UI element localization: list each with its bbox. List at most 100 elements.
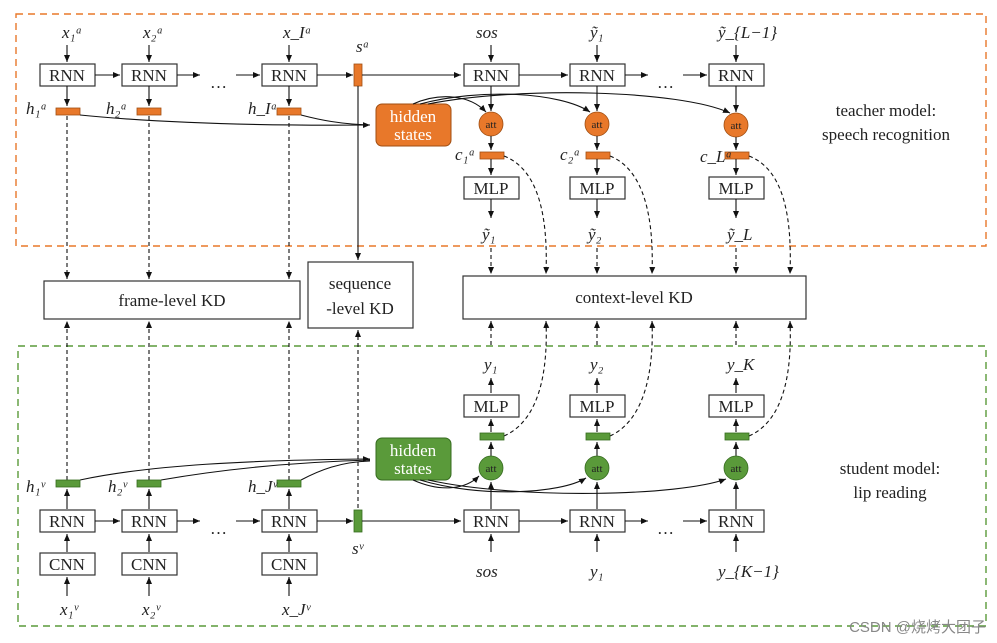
- teacher-context-bar-3: [724, 151, 750, 160]
- student-dec-input-1: sos: [476, 562, 498, 581]
- student-state-bar: [353, 509, 363, 533]
- student-mlp-3: MLP: [708, 394, 765, 418]
- teacher-input-1: x₁ᵃ: [61, 23, 82, 42]
- sequence-level-kd-box: sequence -level KD: [307, 261, 414, 329]
- student-dec-input-3: y_{K−1}: [716, 562, 779, 581]
- student-mlp-2: MLP: [569, 394, 626, 418]
- svg-text:frame-level KD: frame-level KD: [118, 291, 225, 310]
- teacher-decoder-rnn-3: RNN: [708, 63, 765, 87]
- svg-text:RNN: RNN: [579, 66, 615, 85]
- teacher-mlp-2: MLP: [569, 176, 626, 200]
- student-decoder-rnn-3: RNN: [708, 509, 765, 533]
- svg-text:CNN: CNN: [271, 555, 307, 574]
- teacher-att-2: att: [584, 111, 610, 137]
- student-output-1: y₁: [482, 355, 497, 374]
- svg-text:RNN: RNN: [131, 66, 167, 85]
- svg-text:MLP: MLP: [580, 397, 615, 416]
- svg-text:sequence: sequence: [329, 274, 391, 293]
- student-cnn-3: CNN: [261, 552, 318, 576]
- student-context-bar-2: [585, 432, 611, 441]
- teacher-state-bar: [353, 63, 363, 87]
- student-ellipsis-enc: …: [210, 519, 227, 538]
- teacher-hidden-label-1: h₁ᵃ: [26, 99, 47, 118]
- svg-text:MLP: MLP: [719, 179, 754, 198]
- svg-text:att: att: [731, 120, 742, 132]
- teacher-dec-input-2: ỹ₁: [588, 23, 603, 42]
- svg-text:CNN: CNN: [131, 555, 167, 574]
- student-state-label: sᵛ: [352, 539, 365, 558]
- teacher-hidden-label-3: h_Iᵃ: [248, 99, 277, 118]
- student-context-bar-1: [479, 432, 505, 441]
- student-dec-input-2: y₁: [588, 562, 603, 581]
- student-output-3: y_K: [725, 355, 756, 374]
- svg-text:states: states: [394, 459, 432, 478]
- teacher-encoder-rnn-2: RNN: [121, 63, 178, 87]
- teacher-hidden-states-box: hidden states: [375, 103, 452, 147]
- svg-text:RNN: RNN: [718, 512, 754, 531]
- student-mlp-1: MLP: [463, 394, 520, 418]
- student-hidden-label-3: h_Jᵛ: [248, 477, 279, 496]
- student-output-2: y₂: [588, 355, 604, 374]
- student-decoder-rnn-2: RNN: [569, 509, 626, 533]
- student-hidden-states-box: hidden states: [375, 437, 452, 481]
- svg-text:RNN: RNN: [718, 66, 754, 85]
- svg-text:att: att: [592, 119, 603, 131]
- svg-text:RNN: RNN: [271, 512, 307, 531]
- student-hidden-bar-3: [276, 479, 302, 488]
- teacher-dec-input-3: ỹ_{L−1}: [716, 23, 777, 42]
- teacher-state-label: sᵃ: [356, 37, 369, 56]
- svg-text:-level KD: -level KD: [326, 299, 394, 318]
- teacher-att-3: att: [723, 112, 749, 138]
- student-att-2: att: [584, 455, 610, 481]
- svg-text:RNN: RNN: [579, 512, 615, 531]
- student-hidden-label-1: h₁ᵛ: [26, 477, 46, 496]
- svg-text:att: att: [731, 463, 742, 475]
- student-cnn-1: CNN: [39, 552, 96, 576]
- svg-text:RNN: RNN: [49, 512, 85, 531]
- teacher-context-label-2: c₂ᵃ: [560, 145, 580, 164]
- teacher-dec-input-1: sos: [476, 23, 498, 42]
- svg-text:MLP: MLP: [580, 179, 615, 198]
- student-input-1: x₁ᵛ: [59, 600, 79, 619]
- teacher-att-1: att: [478, 111, 504, 137]
- svg-text:hidden: hidden: [390, 441, 437, 460]
- teacher-output-2: ỹ₂: [586, 225, 602, 244]
- teacher-encoder-rnn-1: RNN: [39, 63, 96, 87]
- svg-text:att: att: [592, 463, 603, 475]
- svg-text:MLP: MLP: [474, 179, 509, 198]
- student-encoder-rnn-3: RNN: [261, 509, 318, 533]
- teacher-context-bar-1: [479, 151, 505, 160]
- svg-text:att: att: [486, 119, 497, 131]
- student-hidden-label-2: h₂ᵛ: [108, 477, 128, 496]
- teacher-context-label-3: c_Lᵃ: [700, 147, 732, 166]
- teacher-hidden-bar-1: [55, 107, 81, 116]
- teacher-mlp-3: MLP: [708, 176, 765, 200]
- svg-text:RNN: RNN: [473, 512, 509, 531]
- teacher-hidden-bar-2: [136, 107, 162, 116]
- svg-text:context-level KD: context-level KD: [575, 288, 693, 307]
- watermark: CSDN @烧烤大团子: [849, 619, 986, 636]
- svg-text:RNN: RNN: [473, 66, 509, 85]
- student-hidden-bar-2: [136, 479, 162, 488]
- svg-text:RNN: RNN: [131, 512, 167, 531]
- teacher-output-1: ỹ₁: [480, 225, 495, 244]
- student-title-1: student model:: [840, 459, 941, 478]
- student-cnn-2: CNN: [121, 552, 178, 576]
- context-level-kd-box: context-level KD: [462, 275, 807, 320]
- svg-text:RNN: RNN: [271, 66, 307, 85]
- svg-text:RNN: RNN: [49, 66, 85, 85]
- teacher-region: [15, 13, 987, 247]
- teacher-decoder-rnn-1: RNN: [463, 63, 520, 87]
- teacher-title-2: speech recognition: [822, 125, 950, 144]
- student-att-3: att: [723, 455, 749, 481]
- svg-text:hidden: hidden: [390, 107, 437, 126]
- svg-text:CNN: CNN: [49, 555, 85, 574]
- teacher-output-3: ỹ_L: [725, 225, 753, 244]
- student-title-2: lip reading: [853, 483, 927, 502]
- student-ellipsis-dec: …: [657, 519, 674, 538]
- teacher-mlp-1: MLP: [463, 176, 520, 200]
- student-region: [17, 345, 987, 627]
- student-hidden-bar-1: [55, 479, 81, 488]
- teacher-input-3: x_Iᵃ: [282, 23, 311, 42]
